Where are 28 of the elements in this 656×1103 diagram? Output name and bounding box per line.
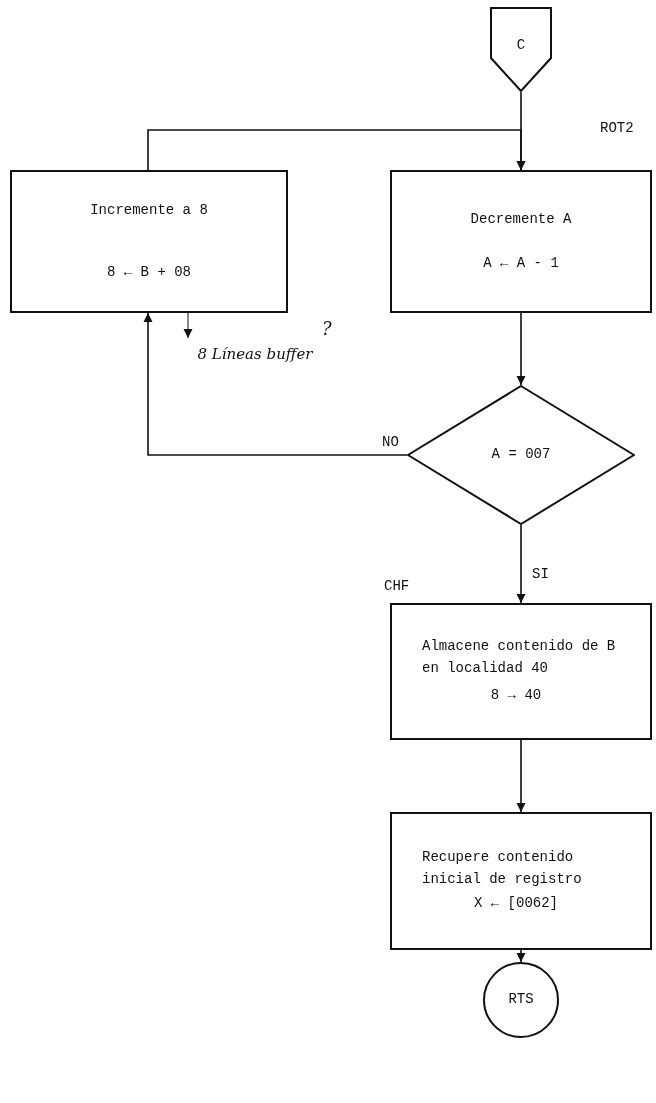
node-text: RTS (508, 990, 534, 1010)
node-text: 8 Líneas buffer (197, 344, 313, 366)
process-box (390, 812, 652, 950)
offpage-connector (490, 7, 552, 92)
operation-text: X ← [0062] (473, 893, 559, 913)
step-text: Recupere contenido inicial de registro (421, 848, 583, 890)
arrow (516, 312, 526, 386)
operation-text: 8 → 40 (489, 686, 543, 706)
arrow (516, 739, 526, 813)
label-text: ROT2 (600, 120, 634, 136)
arrow (143, 312, 408, 456)
step-text: Almacene contenido de B en localidad 40 (421, 636, 617, 678)
operation-text: A ← A - 1 (483, 253, 559, 273)
arrow (147, 129, 526, 171)
operation-text: 8 ← B + 08 (107, 262, 191, 282)
leader-line (183, 312, 193, 339)
arrow (516, 524, 526, 604)
question-mark: ? (322, 318, 332, 339)
decision-diamond (407, 385, 635, 525)
label-text: CHF (384, 578, 410, 594)
step-text: Decremente A (470, 209, 572, 229)
process-box (390, 170, 652, 313)
node-text: C (516, 36, 526, 55)
node-text: A = 007 (491, 445, 551, 465)
arrow (516, 949, 526, 963)
process-box (390, 603, 652, 740)
process-box (10, 170, 288, 313)
step-text: Incremente a 8 (90, 200, 208, 220)
